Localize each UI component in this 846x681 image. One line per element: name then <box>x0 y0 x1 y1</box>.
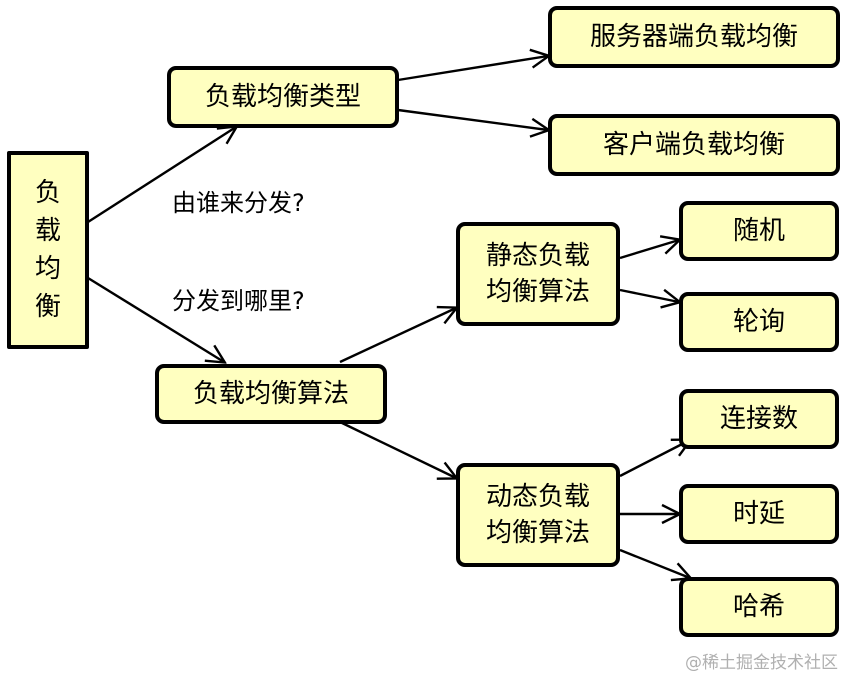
edge-dynamic-to-hash <box>619 548 690 578</box>
dynamic-algo-node: 动态负载 均衡算法 <box>456 463 620 567</box>
edge-label-who: 由谁来分发? <box>172 189 305 217</box>
random-node: 随机 <box>679 201 839 261</box>
watermark-label: @稀土掘金技术社区 <box>685 653 838 673</box>
root-node: 负 载 均 衡 <box>7 151 89 349</box>
round-robin-node: 轮询 <box>679 292 839 352</box>
connections-node: 连接数 <box>679 389 839 449</box>
edge-algorithms-to-static <box>339 308 456 364</box>
server-side-node: 服务器端负载均衡 <box>548 6 840 68</box>
edge-types-to-server <box>397 56 548 82</box>
edge-algorithms-to-dynamic <box>339 420 456 478</box>
edge-label-where: 分发到哪里? <box>172 287 305 315</box>
client-side-node: 客户端负载均衡 <box>548 114 840 176</box>
types-node: 负载均衡类型 <box>167 66 399 128</box>
edge-root-to-types <box>87 127 236 224</box>
hash-node: 哈希 <box>679 577 839 637</box>
edge-static-to-random <box>619 240 679 260</box>
latency-node: 时延 <box>679 484 839 544</box>
edge-dynamic-to-connections <box>619 440 690 478</box>
algorithms-node: 负载均衡算法 <box>155 364 387 424</box>
static-algo-node: 静态负载 均衡算法 <box>456 222 620 326</box>
edge-static-to-roundrobin <box>619 288 679 302</box>
edge-root-to-algorithms <box>87 276 224 362</box>
edge-types-to-client <box>397 108 548 130</box>
